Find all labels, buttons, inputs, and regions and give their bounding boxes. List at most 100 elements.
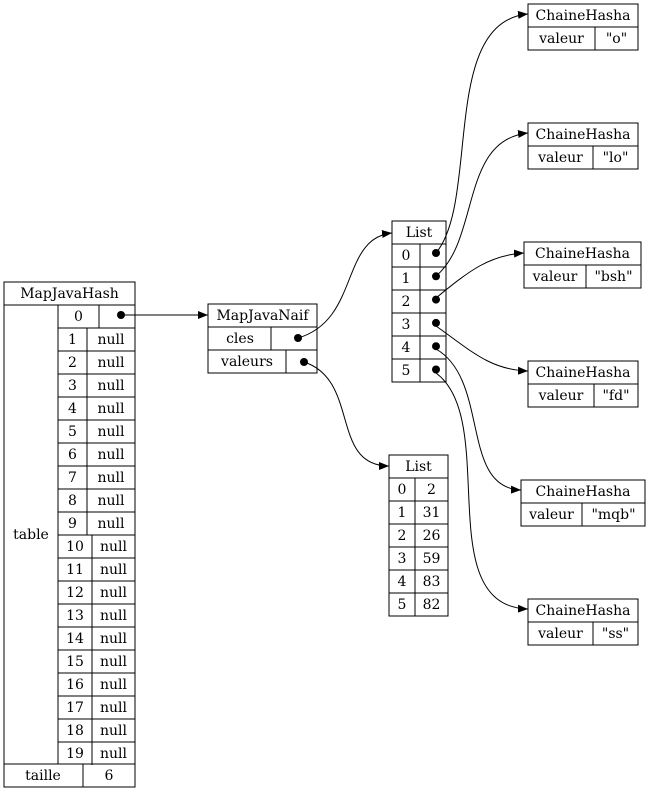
values-field-label: valeurs <box>220 354 273 370</box>
mapjavanaif-node: MapJavaNaif cles valeurs <box>207 303 318 374</box>
values-row-value: 31 <box>423 505 441 521</box>
keys-row-index: 3 <box>402 317 411 333</box>
hash-row-index: 4 <box>68 401 77 417</box>
hash-row-index: 3 <box>68 378 77 394</box>
hash-row-index: 14 <box>66 631 84 647</box>
chainehasha-field-value: "fd" <box>602 388 629 404</box>
values-list-row: 4 83 <box>389 569 448 590</box>
hash-row-value: null <box>98 493 126 509</box>
chainehasha-node: ChaineHasha valeur "ss" <box>527 598 639 646</box>
keys-row-index: 4 <box>402 340 411 356</box>
hash-row-index: 1 <box>68 332 77 348</box>
chainehasha-title: ChaineHasha <box>536 603 631 619</box>
hash-row-value: null <box>100 723 128 739</box>
hash-row: 5 null <box>58 419 135 443</box>
keys-row-pointer-dot <box>432 342 440 351</box>
keys-field-label: cles <box>226 331 254 347</box>
hash-row: 2 null <box>58 350 135 374</box>
edge-key0-to-chaine-o <box>435 10 529 254</box>
chainehasha-node: ChaineHasha valeur "bsh" <box>523 241 642 289</box>
values-row-index: 3 <box>398 551 407 567</box>
keys-row-index: 1 <box>402 271 411 287</box>
edges <box>121 10 529 613</box>
keys-list-row: 2 <box>392 289 446 310</box>
hash-row-index: 5 <box>68 424 77 440</box>
chainehasha-field-value: "ss" <box>602 626 629 642</box>
values-row-value: 59 <box>423 551 441 567</box>
edge-cles-to-keys-list <box>297 229 393 339</box>
keys-row-pointer-dot <box>432 295 440 304</box>
chainehasha-field-label: valeur <box>538 388 584 404</box>
chainehasha-field-label: valeur <box>528 507 574 523</box>
values-row-index: 0 <box>398 482 407 498</box>
hash-row-index: 12 <box>66 585 84 601</box>
keys-row-pointer-dot <box>432 318 440 327</box>
values-row-index: 2 <box>398 528 407 544</box>
hash-row: 3 null <box>58 373 135 397</box>
chainehasha-field-value: "bsh" <box>594 269 632 285</box>
chainehasha-nodes: ChaineHashavaleur"o"ChaineHashavaleur"lo… <box>520 3 646 646</box>
hash-row-value: null <box>100 700 128 716</box>
hash-row-value: null <box>98 424 126 440</box>
mapjavahash-title: MapJavaHash <box>20 286 119 302</box>
values-row-index: 4 <box>398 574 407 590</box>
hash-row-value: null <box>98 470 126 486</box>
keys-list-row: 5 <box>392 358 446 379</box>
keys-list-title: List <box>406 225 433 241</box>
values-list-row: 2 26 <box>389 523 448 544</box>
edge-key1-to-chaine-lo <box>435 130 529 277</box>
hash-row-index: 15 <box>66 654 84 670</box>
hash-row-value: null <box>98 378 126 394</box>
chainehasha-field-label: valeur <box>532 269 578 285</box>
size-value: 6 <box>105 768 114 784</box>
keys-row-pointer-dot <box>432 365 440 374</box>
hash-row-index: 9 <box>68 516 77 532</box>
hash-row-value: null <box>100 585 128 601</box>
hash-row-value: null <box>100 677 128 693</box>
keys-list-row: 3 <box>392 312 446 333</box>
edge-key2-to-chaine-bsh <box>435 249 525 299</box>
hash-row: 14 null <box>58 626 135 650</box>
hash-row-value: null <box>98 355 126 371</box>
chainehasha-title: ChaineHasha <box>535 246 630 262</box>
hash-row: 7 null <box>58 465 135 489</box>
hash-row-index: 8 <box>68 493 77 509</box>
hash-row-index: 7 <box>68 470 77 486</box>
size-label: taille <box>25 768 61 784</box>
hash-row-value: null <box>100 631 128 647</box>
hash-row-index: 13 <box>66 608 84 624</box>
chainehasha-field-label: valeur <box>537 626 583 642</box>
hash-row-value: null <box>98 516 126 532</box>
edge-key5-to-chaine-ss <box>435 372 529 613</box>
values-row-value: 26 <box>423 528 441 544</box>
hash-row-index: 0 <box>74 309 83 325</box>
values-row-value: 83 <box>423 574 441 590</box>
hash-row-index: 11 <box>66 562 84 578</box>
hash-row: 9 null <box>58 511 135 535</box>
hash-row-value: null <box>100 654 128 670</box>
hash-row-value: null <box>100 539 128 555</box>
chainehasha-field-label: valeur <box>537 150 583 166</box>
hash-row-value: null <box>100 746 128 762</box>
chainehasha-title: ChaineHasha <box>536 365 631 381</box>
hash-row-index: 2 <box>68 355 77 371</box>
edge-valeurs-to-values-list <box>303 361 390 470</box>
hash-row: 12 null <box>58 580 135 604</box>
hash-row-index: 6 <box>68 447 77 463</box>
